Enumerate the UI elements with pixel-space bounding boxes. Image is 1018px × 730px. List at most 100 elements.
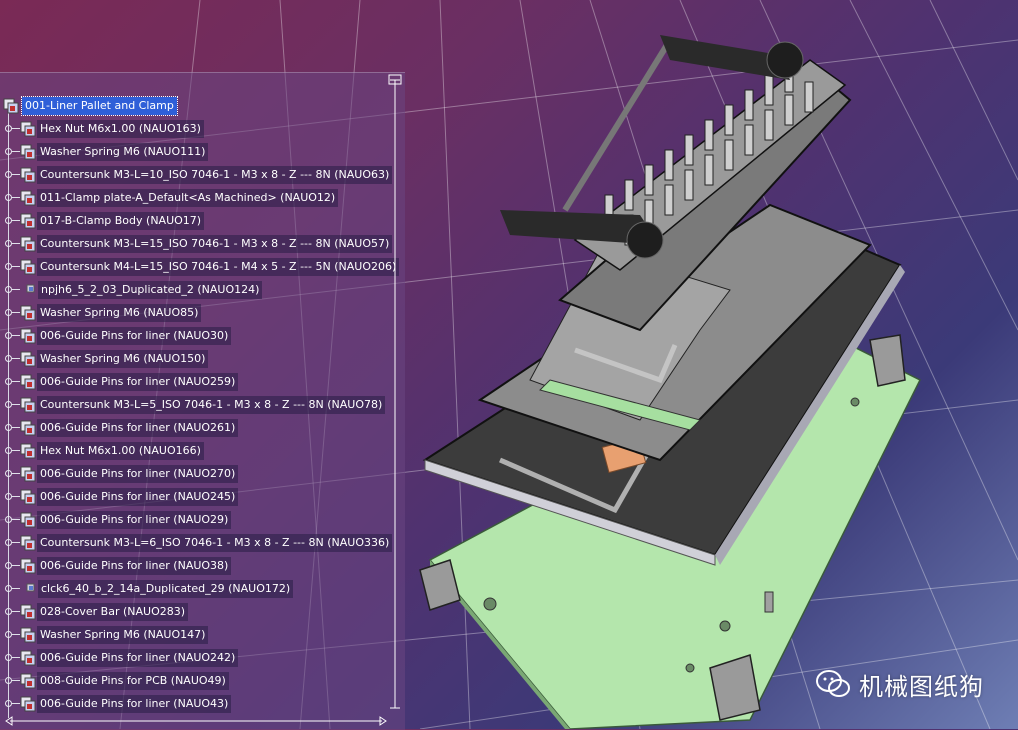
tree-connector xyxy=(12,335,20,336)
tree-connector xyxy=(12,588,20,589)
tree-connector xyxy=(12,519,20,520)
tree-connector xyxy=(12,381,20,382)
tree-node-label[interactable]: 017-B-Clamp Body (NAUO17) xyxy=(37,212,205,230)
tree-connector xyxy=(12,611,20,612)
expand-node-icon[interactable] xyxy=(5,539,12,546)
expand-node-icon[interactable] xyxy=(5,562,12,569)
tree-connector xyxy=(12,151,20,152)
expand-node-icon[interactable] xyxy=(5,447,12,454)
expand-node-icon[interactable] xyxy=(5,217,12,224)
part-icon-small xyxy=(26,583,35,592)
tree-connector xyxy=(12,289,20,290)
tree-node-label[interactable]: 008-Guide Pins for PCB (NAUO49) xyxy=(37,672,229,690)
tree-node-label[interactable]: Washer Spring M6 (NAUO147) xyxy=(37,626,209,644)
tree-node-label[interactable]: 006-Guide Pins for liner (NAUO30) xyxy=(37,327,232,345)
expand-node-icon[interactable] xyxy=(5,125,12,132)
tree-horizontal-scrollbar[interactable] xyxy=(4,714,388,728)
tree-connector xyxy=(12,128,20,129)
expand-node-icon[interactable] xyxy=(5,516,12,523)
expand-node-icon[interactable] xyxy=(5,493,12,500)
tree-node-label[interactable]: 006-Guide Pins for liner (NAUO245) xyxy=(37,488,239,506)
part-icon xyxy=(20,374,36,390)
part-icon xyxy=(20,190,36,206)
tree-connector xyxy=(12,197,20,198)
tree-connector xyxy=(12,404,20,405)
tree-node-label[interactable]: 001-Liner Pallet and Clamp xyxy=(21,96,178,116)
tree-connector xyxy=(12,680,20,681)
part-icon xyxy=(20,489,36,505)
tree-node-label[interactable]: Washer Spring M6 (NAUO111) xyxy=(37,143,209,161)
part-icon xyxy=(20,443,36,459)
tree-connector xyxy=(12,174,20,175)
tree-node-label[interactable]: Washer Spring M6 (NAUO85) xyxy=(37,304,202,322)
watermark-text: 机械图纸狗 xyxy=(859,672,984,701)
expand-node-icon[interactable] xyxy=(5,631,12,638)
tree-node-label[interactable]: npjh6_5_2_03_Duplicated_2 (NAUO124) xyxy=(38,281,263,299)
part-icon xyxy=(20,696,36,712)
tree-node-label[interactable]: clck6_40_b_2_14a_Duplicated_29 (NAUO172) xyxy=(38,580,294,598)
part-icon xyxy=(20,144,36,160)
tree-node-label[interactable]: Countersunk M3-L=10_ISO 7046-1 - M3 x 8 … xyxy=(37,166,393,184)
part-icon xyxy=(20,351,36,367)
expand-node-icon[interactable] xyxy=(5,470,12,477)
expand-node-icon[interactable] xyxy=(5,148,12,155)
part-icon xyxy=(20,673,36,689)
expand-node-icon[interactable] xyxy=(5,286,12,293)
part-icon xyxy=(20,236,36,252)
part-icon xyxy=(20,466,36,482)
tree-connector xyxy=(12,634,20,635)
expand-node-icon[interactable] xyxy=(5,608,12,615)
tree-connector xyxy=(12,703,20,704)
part-icon xyxy=(20,512,36,528)
tree-connector xyxy=(12,450,20,451)
tree-node-label[interactable]: Hex Nut M6x1.00 (NAUO163) xyxy=(37,120,204,138)
3d-model-viewport[interactable] xyxy=(400,0,1018,729)
expand-node-icon[interactable] xyxy=(5,171,12,178)
expand-node-icon[interactable] xyxy=(5,263,12,270)
tree-node-label[interactable]: 006-Guide Pins for liner (NAUO43) xyxy=(37,695,232,713)
tree-node-label[interactable]: Countersunk M3-L=6_ISO 7046-1 - M3 x 8 -… xyxy=(37,534,393,552)
tree-connector xyxy=(12,243,20,244)
tree-connector xyxy=(12,358,20,359)
expand-node-icon[interactable] xyxy=(5,355,12,362)
tree-node-label[interactable]: 011-Clamp plate-A_Default<As Machined> (… xyxy=(37,189,339,207)
part-icon xyxy=(20,167,36,183)
tree-node-label[interactable]: 006-Guide Pins for liner (NAUO270) xyxy=(37,465,239,483)
expand-node-icon[interactable] xyxy=(5,240,12,247)
tree-node-label[interactable]: 006-Guide Pins for liner (NAUO29) xyxy=(37,511,232,529)
tree-connector-line xyxy=(8,108,9,718)
tree-node-label[interactable]: 006-Guide Pins for liner (NAUO261) xyxy=(37,419,239,437)
tree-connector xyxy=(12,565,20,566)
expand-node-icon[interactable] xyxy=(5,654,12,661)
expand-node-icon[interactable] xyxy=(5,332,12,339)
expand-node-icon[interactable] xyxy=(5,677,12,684)
part-icon xyxy=(20,328,36,344)
expand-node-icon[interactable] xyxy=(5,424,12,431)
tree-node-label[interactable]: 006-Guide Pins for liner (NAUO259) xyxy=(37,373,239,391)
tree-node-label[interactable]: Hex Nut M6x1.00 (NAUO166) xyxy=(37,442,204,460)
tree-node-label[interactable]: 006-Guide Pins for liner (NAUO38) xyxy=(37,557,232,575)
part-icon xyxy=(20,420,36,436)
expand-node-icon[interactable] xyxy=(5,194,12,201)
wechat-icon xyxy=(816,670,850,697)
part-icon xyxy=(20,305,36,321)
expand-node-icon[interactable] xyxy=(5,309,12,316)
tree-node-label[interactable]: Countersunk M3-L=15_ISO 7046-1 - M3 x 8 … xyxy=(37,235,393,253)
tree-node-label[interactable]: Countersunk M3-L=5_ISO 7046-1 - M3 x 8 -… xyxy=(37,396,386,414)
part-icon xyxy=(20,213,36,229)
expand-node-icon[interactable] xyxy=(5,585,12,592)
tree-vertical-scrollbar[interactable] xyxy=(386,72,404,716)
part-icon xyxy=(20,259,36,275)
tree-node-label[interactable]: Washer Spring M6 (NAUO150) xyxy=(37,350,209,368)
tree-node-label[interactable]: Countersunk M4-L=15_ISO 7046-1 - M4 x 5 … xyxy=(37,258,400,276)
tree-connector xyxy=(12,312,20,313)
product-icon xyxy=(3,98,19,114)
expand-node-icon[interactable] xyxy=(5,378,12,385)
part-icon xyxy=(20,121,36,137)
tree-node-label[interactable]: 028-Cover Bar (NAUO283) xyxy=(37,603,189,621)
tree-node-label[interactable]: 006-Guide Pins for liner (NAUO242) xyxy=(37,649,239,667)
expand-node-icon[interactable] xyxy=(5,700,12,707)
expand-node-icon[interactable] xyxy=(5,401,12,408)
part-icon-small xyxy=(26,284,35,293)
tree-connector xyxy=(12,473,20,474)
